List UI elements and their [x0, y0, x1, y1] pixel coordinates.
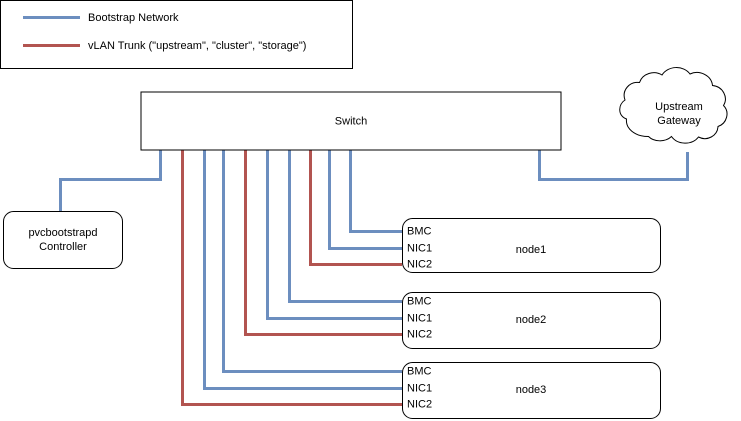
node2-box[interactable]	[402, 292, 661, 349]
legend-label-vlan: vLAN Trunk ("upstream", "cluster", "stor…	[88, 40, 306, 52]
connection-switch-to-node1-bmc	[349, 150, 402, 233]
controller-label-line2: Controller	[39, 241, 87, 253]
node3-name-label: node3	[516, 384, 547, 396]
node1-port-label-bmc: BMC	[407, 225, 432, 237]
legend: Bootstrap Network vLAN Trunk ("upstream"…	[0, 0, 353, 69]
switch-node[interactable]: Switch	[140, 91, 562, 151]
connection-switch-to-node1-nic1	[328, 150, 402, 250]
upstream-gateway-label-line2: Gateway	[657, 115, 701, 127]
connection-switch-to-node3-nic2	[181, 150, 402, 406]
connection-switch-to-node2-nic2	[244, 150, 402, 336]
connection-switch-to-node3-bmc	[222, 150, 402, 373]
node2-port-label-nic2: NIC2	[407, 328, 432, 340]
connection-switch-to-node2-bmc	[288, 150, 402, 303]
node-node3[interactable]: BMC NIC1 NIC2 node3	[402, 362, 661, 419]
node1-name-label: node1	[516, 244, 547, 256]
controller-label-line1: pvcbootstrapd	[28, 227, 97, 239]
controller-box[interactable]	[3, 211, 123, 269]
legend-label-bootstrap: Bootstrap Network	[88, 12, 179, 24]
node2-port-label-nic1: NIC1	[407, 312, 432, 324]
connections-layer	[59, 150, 689, 406]
upstream-gateway-cloud[interactable]	[619, 67, 728, 144]
node1-port-label-nic2: NIC2	[407, 258, 432, 270]
connection-switch-to-node2-nic1	[266, 150, 402, 320]
connection-switch-to-node3-nic1	[203, 150, 402, 390]
node1-box[interactable]	[402, 218, 661, 273]
switch-label: Switch	[335, 115, 367, 127]
connection-switch-to-gateway	[538, 150, 689, 181]
legend-box	[0, 0, 353, 69]
node3-port-label-bmc: BMC	[407, 365, 432, 377]
node2-port-label-bmc: BMC	[407, 295, 432, 307]
connection-switch-to-controller	[59, 150, 162, 212]
node3-box[interactable]	[402, 362, 661, 419]
connection-switch-to-node1-nic2	[309, 150, 402, 266]
node3-port-label-nic2: NIC2	[407, 398, 432, 410]
pvcbootstrapd-controller-node[interactable]: pvcbootstrapd Controller	[3, 211, 123, 269]
node-node1[interactable]: BMC NIC1 NIC2 node1	[402, 218, 661, 273]
upstream-gateway-label-line1: Upstream	[655, 101, 703, 113]
node1-port-label-nic1: NIC1	[407, 242, 432, 254]
node3-port-label-nic1: NIC1	[407, 382, 432, 394]
node-node2[interactable]: BMC NIC1 NIC2 node2	[402, 292, 661, 349]
switch-box[interactable]	[140, 91, 562, 151]
node2-name-label: node2	[516, 314, 547, 326]
upstream-gateway-node[interactable]: Upstream Gateway	[619, 67, 728, 144]
